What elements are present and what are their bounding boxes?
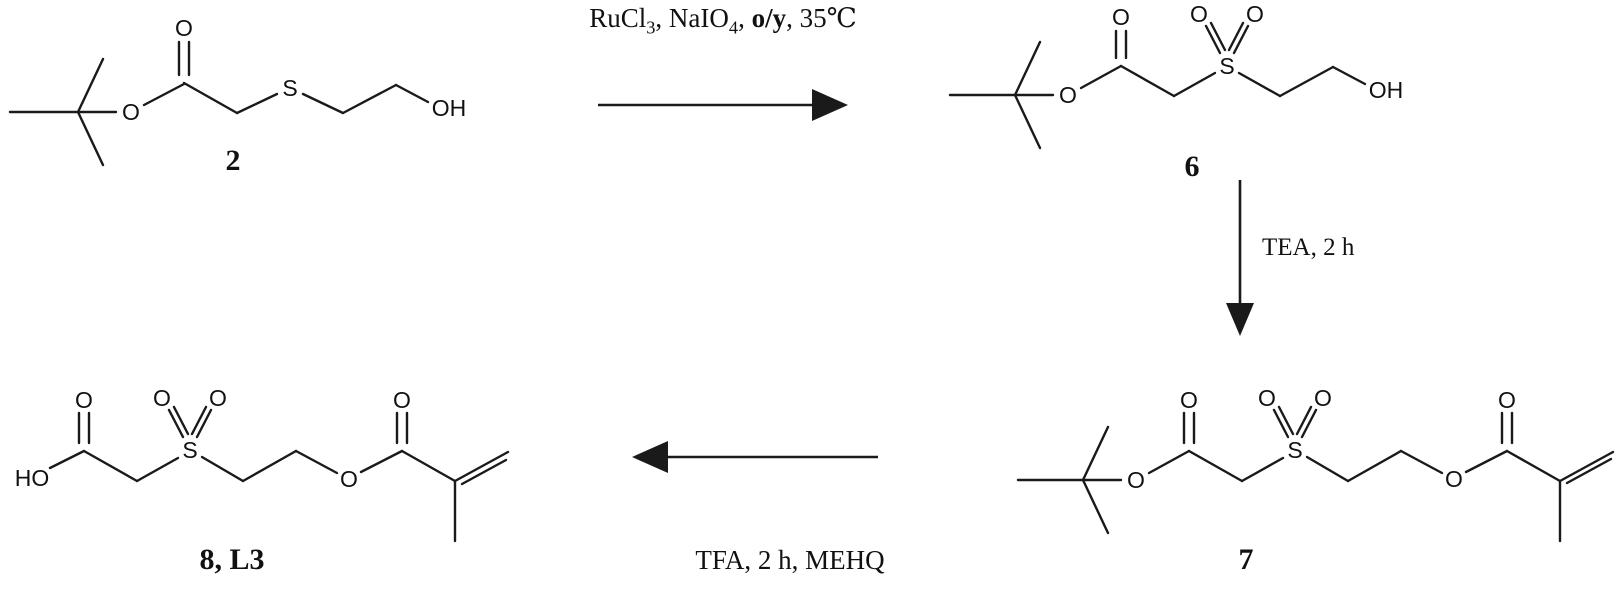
reagent-text: RuCl [589, 3, 647, 33]
double-bond [1295, 405, 1313, 436]
atom-label-carbonyl-o: O [1180, 387, 1198, 413]
bond [1278, 65, 1335, 98]
double-bond [167, 408, 185, 439]
bond [200, 455, 245, 483]
reagent-text: , 35℃ [786, 3, 857, 33]
bond [301, 92, 345, 115]
reagent-step1: RuCl3, NaIO4, o/y, 35℃ [589, 3, 857, 38]
reagent-subscript: 3 [646, 17, 656, 38]
bond [1237, 71, 1282, 98]
double-bond [1272, 408, 1290, 439]
arrow-head-icon [1226, 303, 1254, 336]
compound-label-7: 7 [1238, 543, 1254, 576]
atom-label-sulfonyl-o: O [153, 385, 171, 411]
bond [1505, 449, 1562, 483]
atom-label-carbonyl-o: O [1498, 387, 1516, 413]
double-bond [172, 405, 190, 436]
atom-label-ester-o: O [1127, 467, 1145, 493]
reagent-step2: TEA, 2 h [1262, 234, 1355, 261]
bond [76, 110, 105, 167]
double-bond [1232, 24, 1250, 55]
bond [1172, 71, 1217, 98]
compound-label-6: 6 [1184, 150, 1200, 183]
bond [1464, 449, 1509, 474]
atom-label-sulfur: S [282, 75, 297, 101]
atom-label-sulfur: S [1287, 437, 1302, 463]
atom-label-carbonyl-o: O [393, 387, 411, 413]
atom-label-carbonyl-o: O [75, 387, 93, 413]
structure-compound-8-l3: HO O S O O O O [15, 385, 510, 543]
bond [82, 449, 139, 483]
atom-label-acid-oh: HO [15, 465, 50, 491]
reagent-text-bold: o/y [751, 3, 787, 33]
bond [1147, 449, 1191, 475]
structure-compound-2: O O S OH [8, 15, 467, 167]
atom-label-hydroxyl: OH [1369, 77, 1404, 103]
bond [1081, 478, 1110, 535]
bond [182, 81, 239, 115]
atom-label-sulfonyl-o: O [1258, 385, 1276, 411]
atom-label-ester-o: O [340, 466, 358, 492]
atom-label-hydroxyl: OH [432, 95, 467, 121]
atom-label-sulfur: S [1219, 53, 1234, 79]
atom-label-ester-o: O [1445, 466, 1463, 492]
reagent-subscript: 4 [728, 17, 739, 38]
compound-label-8-l3: 8, L3 [199, 543, 265, 576]
bond [341, 83, 398, 115]
atom-label-sulfonyl-o: O [1314, 385, 1332, 411]
structure-compound-6: O O S O O OH [948, 1, 1404, 150]
bond [1399, 449, 1444, 475]
bond [241, 449, 298, 483]
double-bond [1209, 21, 1227, 52]
atom-label-ester-o: O [1059, 82, 1077, 108]
bond [1013, 40, 1042, 97]
atom-label-sulfonyl-o: O [1246, 1, 1264, 27]
bond [1331, 65, 1367, 86]
double-bond [460, 458, 508, 486]
bond [294, 449, 339, 475]
atom-label-ester-o: O [122, 99, 140, 125]
arrow-step2-down [1226, 180, 1254, 336]
double-bond [1300, 408, 1318, 439]
bond [1119, 64, 1176, 98]
double-bond [453, 450, 510, 483]
atom-label-carbonyl-o: O [1112, 4, 1130, 30]
double-bond [1558, 450, 1615, 483]
compound-label-2: 2 [225, 144, 241, 177]
bond [76, 57, 105, 114]
bond [394, 83, 430, 104]
bond [1305, 455, 1350, 483]
atom-label-sulfonyl-o: O [1190, 1, 1208, 27]
bond [359, 449, 404, 474]
reagent-step3: TFA, 2 h, MEHQ [695, 545, 885, 575]
bond [48, 449, 86, 470]
arrow-head-icon [812, 89, 848, 121]
double-bond [1204, 24, 1222, 55]
bond [1081, 425, 1110, 482]
reagent-text: , NaIO [655, 3, 729, 33]
arrow-step3-left [632, 441, 878, 473]
double-bond [1277, 405, 1295, 436]
bond [1346, 449, 1403, 483]
structure-compound-7: O O S O O O O [1016, 385, 1615, 543]
arrow-step1-right [598, 89, 848, 121]
atom-label-sulfonyl-o: O [209, 385, 227, 411]
bond [1240, 456, 1285, 483]
reagent-text: , [738, 3, 752, 33]
bond [142, 82, 186, 107]
double-bond [195, 408, 213, 439]
double-bond [1227, 21, 1245, 52]
double-bond [190, 405, 208, 436]
atom-label-carbonyl-o: O [175, 15, 193, 41]
bond [1079, 64, 1123, 90]
bond [135, 456, 180, 483]
bond [235, 92, 279, 115]
bond [400, 449, 457, 483]
bond [1187, 449, 1244, 483]
atom-label-sulfur: S [182, 437, 197, 463]
bond [1013, 93, 1042, 150]
double-bond [1565, 457, 1613, 485]
arrow-head-icon [632, 441, 668, 473]
